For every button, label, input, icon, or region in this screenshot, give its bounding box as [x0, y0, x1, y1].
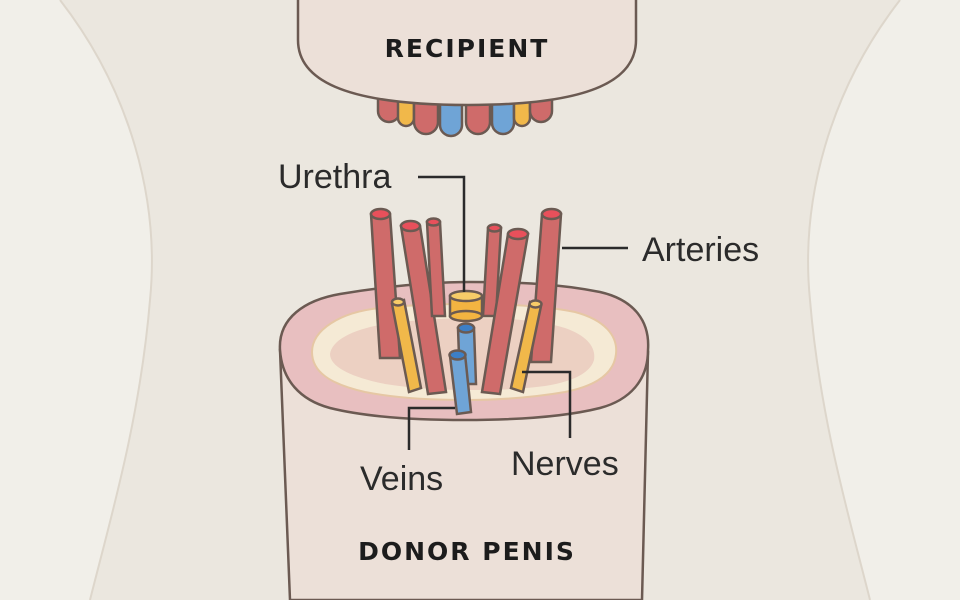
nerve [509, 299, 543, 394]
urethra-label: Urethra [278, 158, 391, 196]
nerves-label: Nerves [511, 445, 619, 483]
urethra-leader [418, 175, 466, 292]
nerve [390, 297, 423, 394]
artery [425, 217, 447, 318]
donor-title: DONOR PENIS [358, 537, 576, 566]
arteries-label: Arteries [642, 231, 759, 269]
veins-label: Veins [360, 460, 443, 498]
vein [448, 349, 473, 416]
body-silhouette-edge-right [807, 0, 901, 600]
artery [529, 207, 563, 364]
donor-vessels [369, 207, 563, 416]
urethra-tube [448, 289, 484, 323]
artery [480, 227, 530, 396]
body-silhouette-edge-left [59, 0, 153, 600]
veins-leader [407, 406, 455, 450]
nerves-leader [522, 370, 572, 438]
recipient-shaft [296, 0, 638, 107]
recipient-title: RECIPIENT [385, 34, 550, 63]
recipient-stump: RECIPIENT [296, 0, 638, 138]
artery [399, 219, 448, 396]
artery [369, 207, 402, 360]
